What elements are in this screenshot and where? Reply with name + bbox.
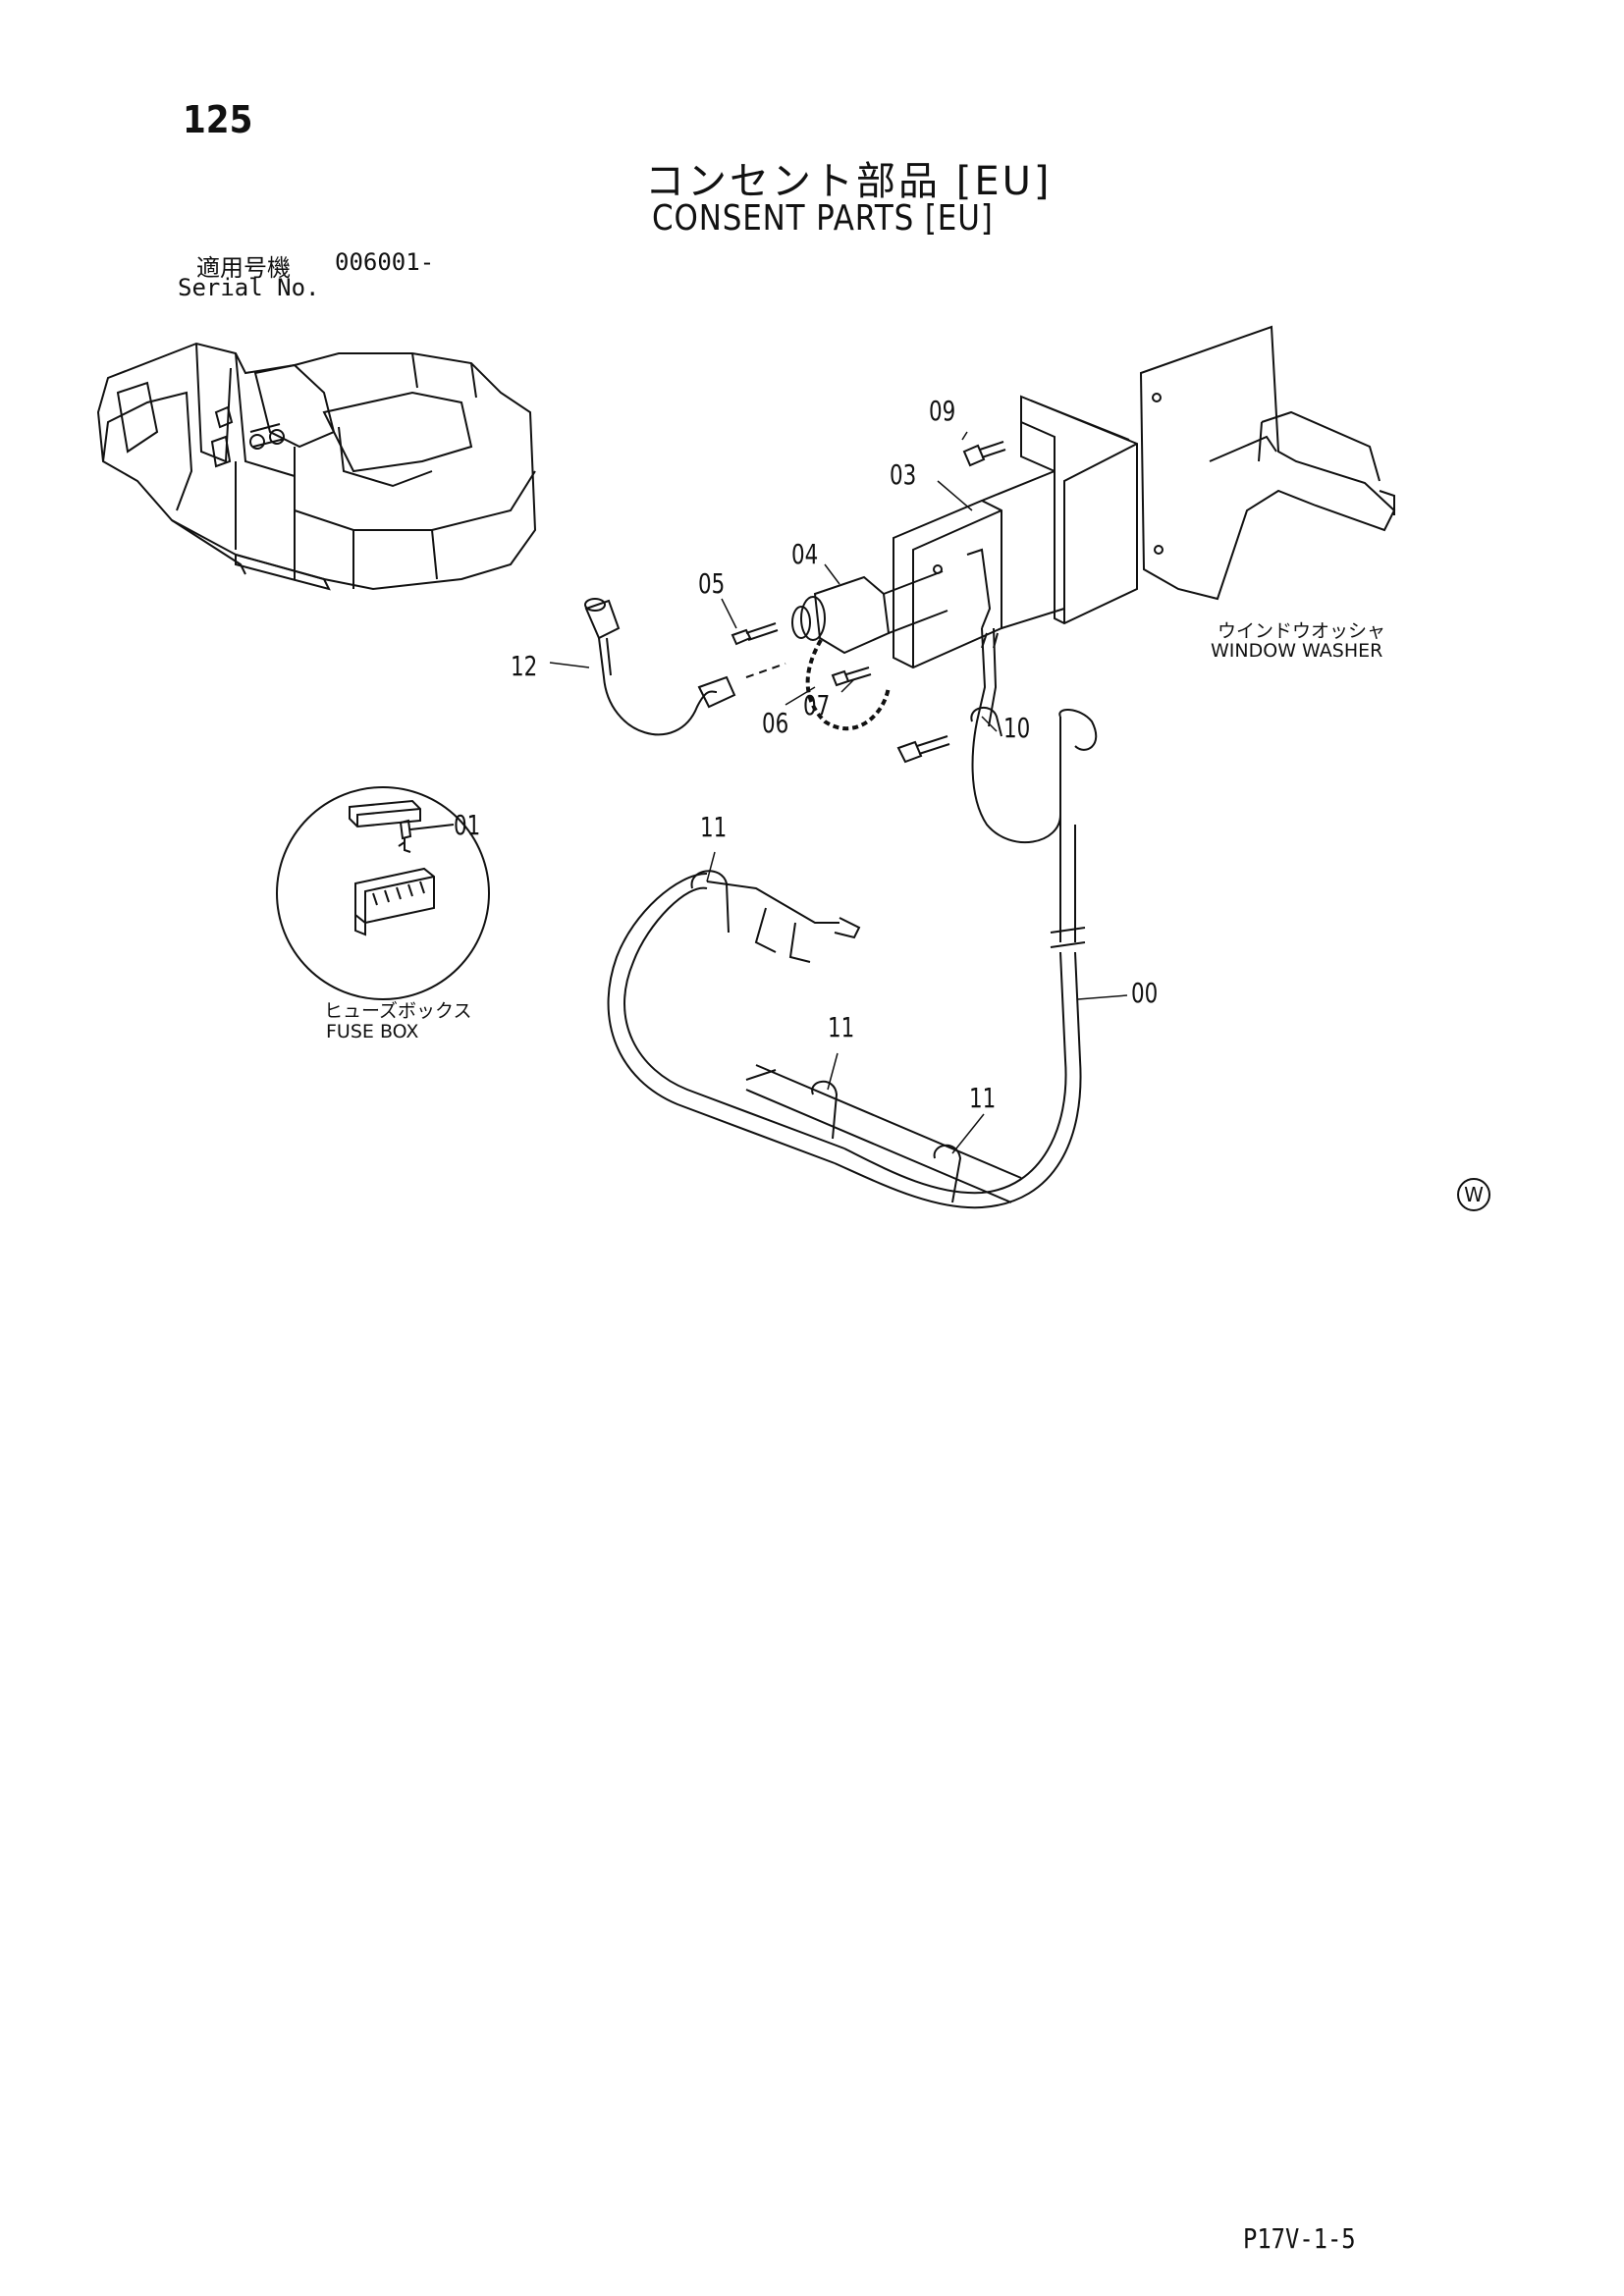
- serial-label-japanese: 適用号機: [196, 254, 291, 282]
- page-code: P17V-1-5: [1243, 2222, 1356, 2255]
- chain-06-drawing: [805, 639, 891, 731]
- frame-rail-drawing: [745, 1064, 1022, 1203]
- callout-05: 05: [698, 567, 726, 600]
- window-washer-label-english: WINDOW WASHER: [1211, 640, 1383, 662]
- callout-03: 03: [890, 458, 917, 491]
- harness-00-drawing: [607, 627, 1098, 1209]
- serial-number-value: 006001-: [335, 248, 435, 276]
- socket-04-drawing: [791, 564, 948, 655]
- callout-11: 11: [700, 811, 728, 843]
- clamp-10-drawing: [970, 707, 1002, 737]
- window-washer-bracket-drawing: [1139, 325, 1396, 601]
- housing-03-drawing: [893, 395, 1138, 669]
- leader-lines: [549, 431, 1128, 1154]
- bolt-07-drawing: [831, 667, 872, 687]
- machine-overview-drawing: [96, 342, 537, 591]
- page-title-japanese: コンセント部品 [EU]: [645, 159, 1053, 204]
- fuse-box-label-japanese: ヒューズボックス: [324, 1000, 472, 1022]
- callout-12: 12: [511, 650, 538, 682]
- bolt-09-drawing: [962, 441, 1006, 467]
- callout-09: 09: [929, 395, 956, 427]
- callout-10: 10: [1003, 712, 1031, 744]
- callout-04: 04: [791, 538, 819, 570]
- callout-01: 01: [454, 809, 481, 841]
- callout-06: 06: [762, 707, 789, 739]
- serial-label-english: Serial No.: [178, 274, 320, 301]
- bolt-05-drawing: [731, 622, 779, 646]
- clamp-11-drawing: [690, 870, 962, 1203]
- window-washer-label-japanese: ウインドウオッシャ: [1218, 620, 1386, 642]
- watermark-w-mark: W: [1457, 1178, 1490, 1211]
- fuse-box-detail-drawing: [276, 786, 490, 1000]
- cable-12-drawing: [584, 598, 786, 736]
- callout-11: 11: [828, 1011, 855, 1043]
- callout-00: 00: [1131, 977, 1159, 1009]
- page-number: 125: [183, 98, 253, 141]
- callout-07: 07: [803, 689, 831, 721]
- clamp-bolt-drawing: [896, 735, 950, 764]
- fuse-box-label-english: FUSE BOX: [326, 1021, 419, 1042]
- page-title-english: CONSENT PARTS [EU]: [652, 198, 994, 239]
- callout-11: 11: [969, 1082, 997, 1114]
